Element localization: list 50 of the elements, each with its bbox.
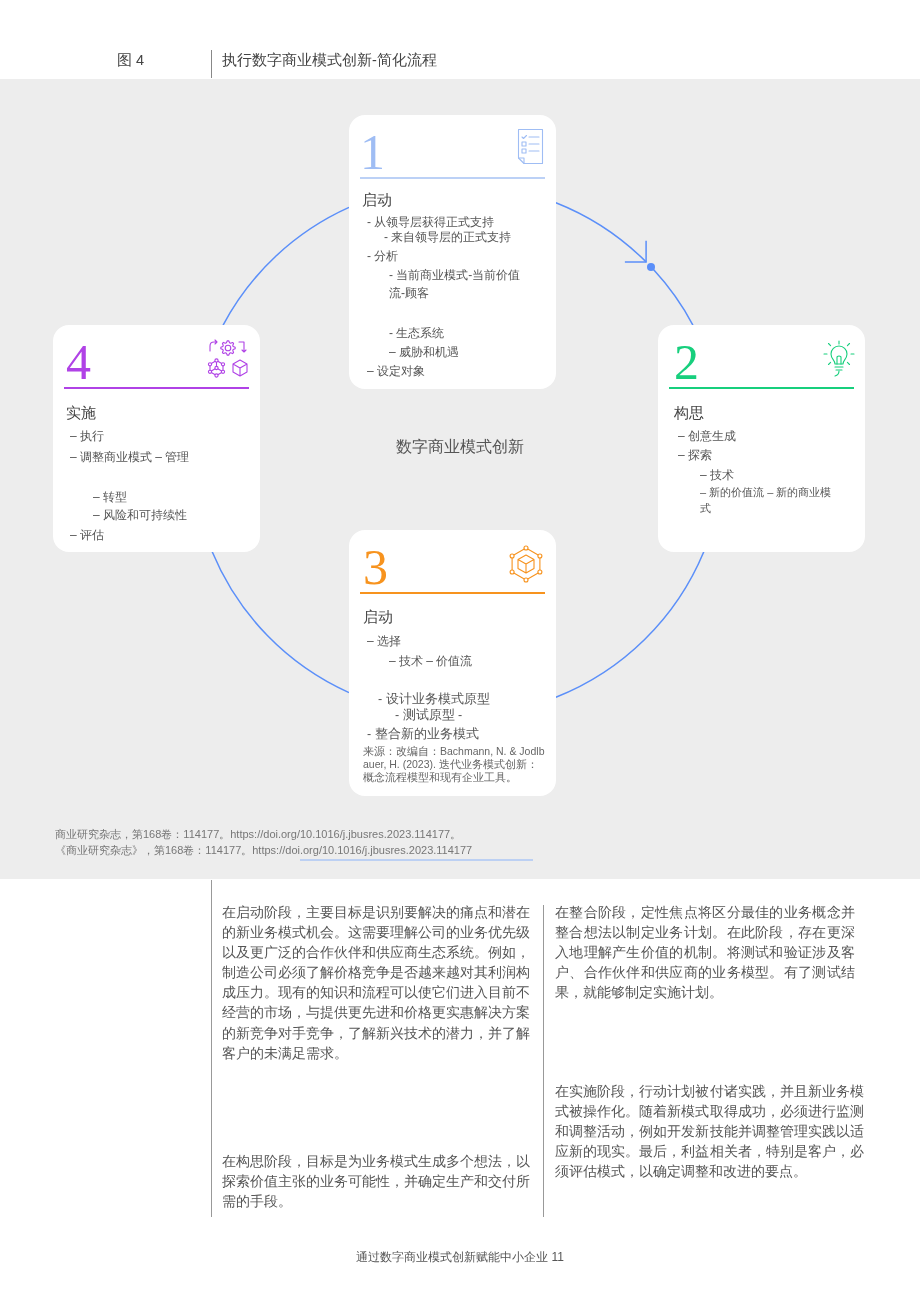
list-item: – 技术 – 价值流 bbox=[389, 653, 473, 670]
body-paragraph: 在构思阶段，目标是为业务模式生成多个想法，以探索价值主张的业务可能性，并确定生产和交付所需的手段。 bbox=[222, 1152, 530, 1212]
body-paragraph: 在实施阶段，行动计划被付诸实践，并且新业务模式被操作化。随着新模式取得成功，必须进行监测和调整活动，例如开发新技能并调整管理实践以适应新的现实。最后，利益相关者，特别是客户，必须评估模式，以确定调整和改进的要点。 bbox=[555, 1082, 864, 1182]
list-item: – 设定对象 bbox=[367, 363, 425, 380]
body-paragraph: 在整合阶段，定性焦点将区分最佳的业务概念并整合想法以制定业务计划。在此阶段，存在更深入地理解产生价值的机制。将测试和验证涉及客户、合作伙伴和供应商的业务模型。有了测试结果，就能够制定实施计划。 bbox=[555, 903, 855, 1003]
list-item: – 调整商业模式 – 管理 bbox=[70, 449, 190, 466]
list-item: – 转型 bbox=[93, 489, 127, 506]
list-item: - 生态系统 bbox=[389, 325, 445, 342]
stage-card bbox=[349, 115, 556, 389]
connector-arc bbox=[652, 268, 694, 326]
connector-arc bbox=[555, 551, 705, 699]
body-paragraph: 在启动阶段，主要目标是识别要解决的痛点和潜在的新业务模式机会。这需要理解公司的业务优先级以及更广泛的合作伙伴和供应商生态系统。例如，制造公司必须了解价格竞争是否越来越对其利润构成压力。现有的知识和流程可以使它们进入目前不经营的市场，与提供更先进和价格更实惠解决方案的新竞争对手竞争，了解新兴技术的潜力，并了解客户的未满足需求。 bbox=[222, 903, 530, 1063]
stage-number: 4 bbox=[66, 337, 91, 387]
list-item: - 测试原型 - bbox=[395, 707, 463, 724]
list-item: – 选择 bbox=[367, 633, 401, 650]
stage-card bbox=[53, 325, 260, 552]
stage-number: 2 bbox=[674, 337, 699, 387]
list-item: - 整合新的业务模式 bbox=[367, 726, 479, 743]
figure-title: 执行数字商业模式创新-简化流程 bbox=[222, 51, 437, 70]
stage-heading: 启动 bbox=[362, 190, 392, 210]
list-item: - 从领导层获得正式支持 bbox=[367, 214, 495, 231]
list-item: - 设计业务模式原型 bbox=[378, 691, 490, 708]
source-note: 来源：改编自：Bachmann, N. & Jodlbauer, H. (2023). 迭代业务模式创新：概念流程模型和现有企业工具。 bbox=[363, 745, 546, 784]
list-item: - 当前商业模式-当前价值流-顾客 bbox=[389, 267, 522, 302]
list-item: - 分析 bbox=[367, 248, 399, 265]
arrow bbox=[555, 201, 647, 264]
list-item: - 来自领导层的正式支持 bbox=[384, 229, 512, 246]
stage-number: 3 bbox=[363, 542, 388, 592]
source-citation: 商业研究杂志，第168卷：114177。https://doi.org/10.1016/j.jbusres.2023.114177。 bbox=[55, 828, 462, 841]
list-item: – 技术 bbox=[700, 467, 734, 484]
list-item: – 新的价值流 – 新的商业模式 bbox=[700, 485, 833, 516]
connector-arc bbox=[222, 206, 350, 326]
source-citation: 《商业研究杂志》，第168卷：114177。https://doi.org/10.1016/j.jbusres.2023.114177 bbox=[55, 844, 473, 857]
list-item: – 探索 bbox=[678, 447, 712, 464]
stage-heading: 构思 bbox=[674, 403, 704, 423]
list-item: – 风险和可持续性 bbox=[93, 507, 187, 524]
junction-dot bbox=[646, 262, 655, 271]
stage-card bbox=[658, 325, 865, 552]
list-item: – 威胁和机遇 bbox=[389, 344, 459, 361]
page-footer: 通过数字商业模式创新赋能中小企业 11 bbox=[356, 1249, 564, 1265]
connector-arc bbox=[211, 551, 350, 694]
stage-heading: 启动 bbox=[363, 607, 393, 627]
stage-card bbox=[349, 530, 556, 796]
center-label: 数字商业模式创新 bbox=[396, 437, 524, 457]
list-item: – 评估 bbox=[70, 527, 104, 544]
figure-number: 图 4 bbox=[117, 51, 145, 70]
stage-number: 1 bbox=[360, 127, 385, 177]
list-item: – 执行 bbox=[70, 428, 104, 445]
stage-heading: 实施 bbox=[66, 403, 96, 423]
list-item: – 创意生成 bbox=[678, 428, 736, 445]
